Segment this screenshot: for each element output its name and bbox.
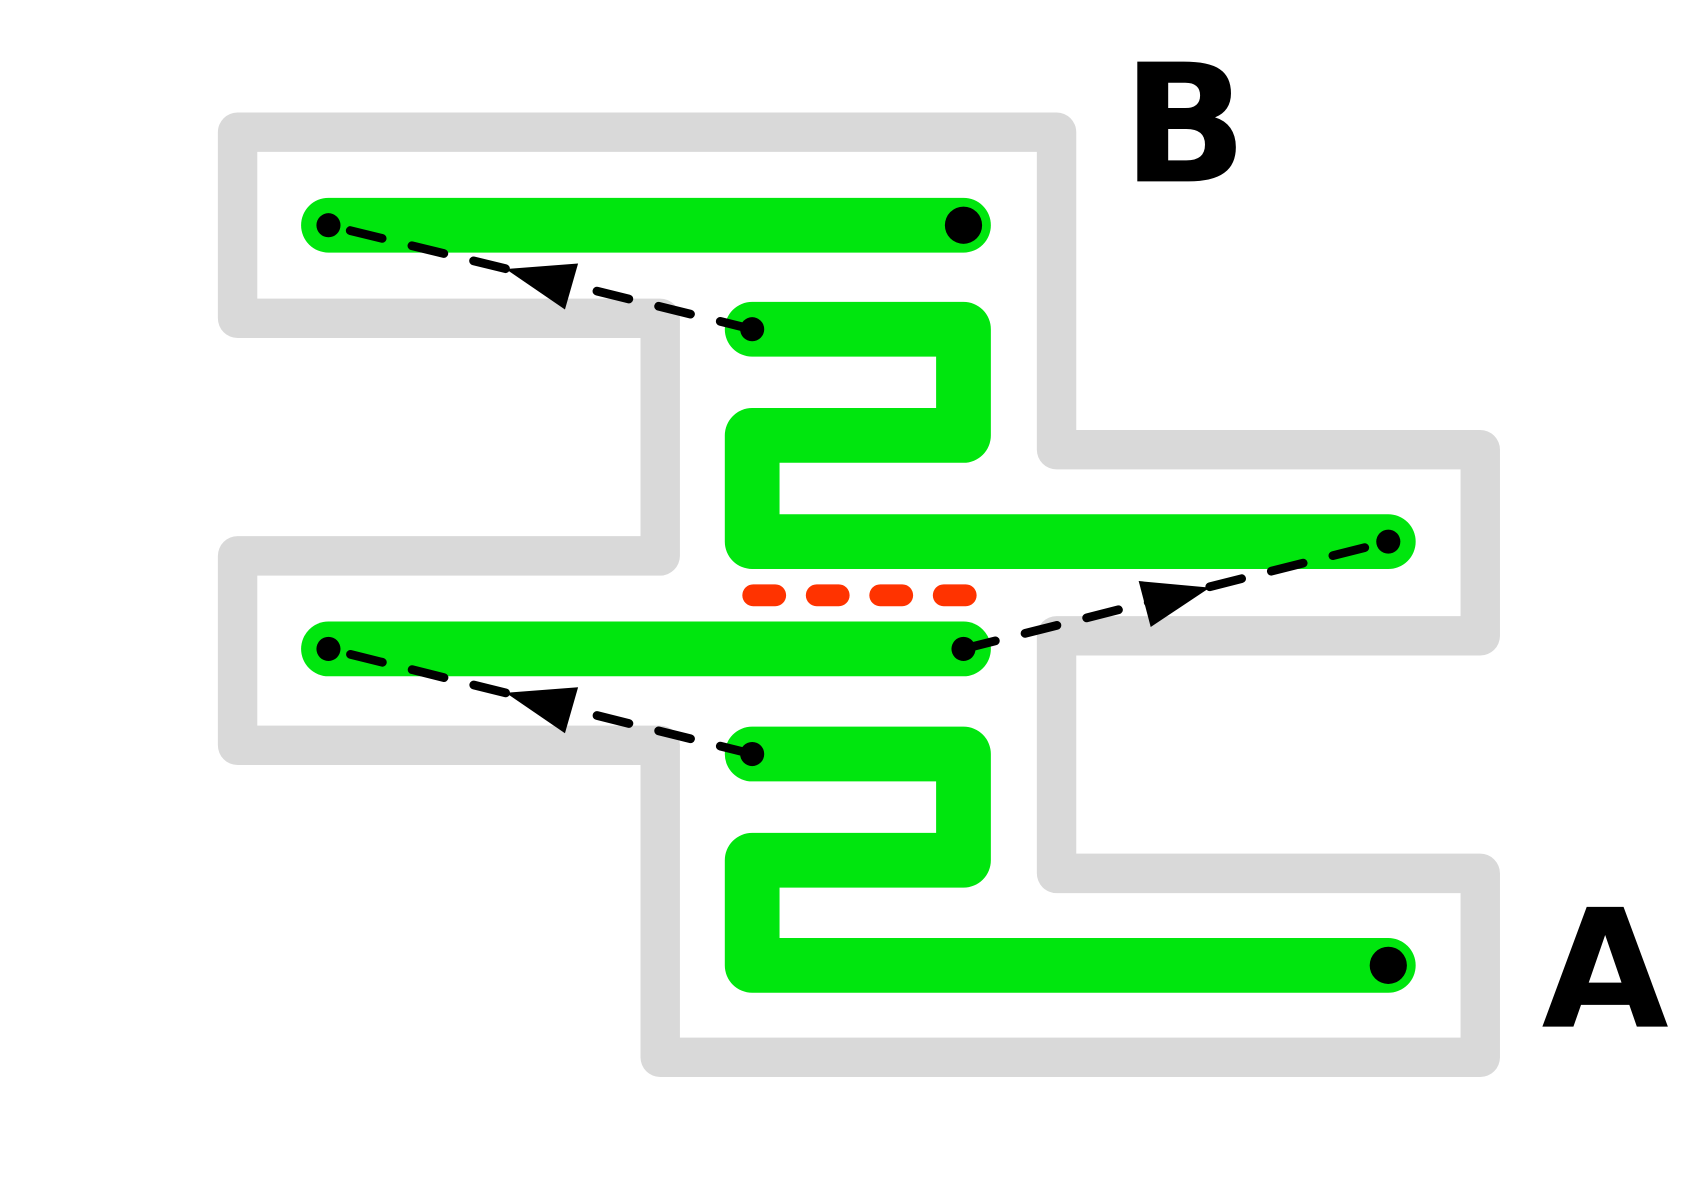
dot-icon <box>951 636 976 661</box>
arrowhead-icon <box>1138 581 1210 628</box>
dot-icon <box>1376 529 1401 554</box>
arrowhead-icon <box>505 263 579 310</box>
dot-icon <box>316 213 341 238</box>
dot-icon <box>740 741 765 767</box>
label-start-a: A <box>1542 875 1669 1066</box>
dot-icon <box>316 636 341 661</box>
dot-icon-start <box>1369 946 1407 984</box>
boundary-outline <box>217 112 1500 1078</box>
dot-icon-end <box>944 206 983 244</box>
arrowhead-icon <box>505 687 579 734</box>
path-segment-upper-s <box>724 301 1416 570</box>
label-end-b: B <box>1122 29 1247 220</box>
path-segment-lower-s <box>724 726 1416 993</box>
arrowheads <box>505 263 1210 734</box>
dot-icon <box>740 317 765 342</box>
green-paths <box>301 197 1416 993</box>
endpoints <box>316 206 1407 984</box>
